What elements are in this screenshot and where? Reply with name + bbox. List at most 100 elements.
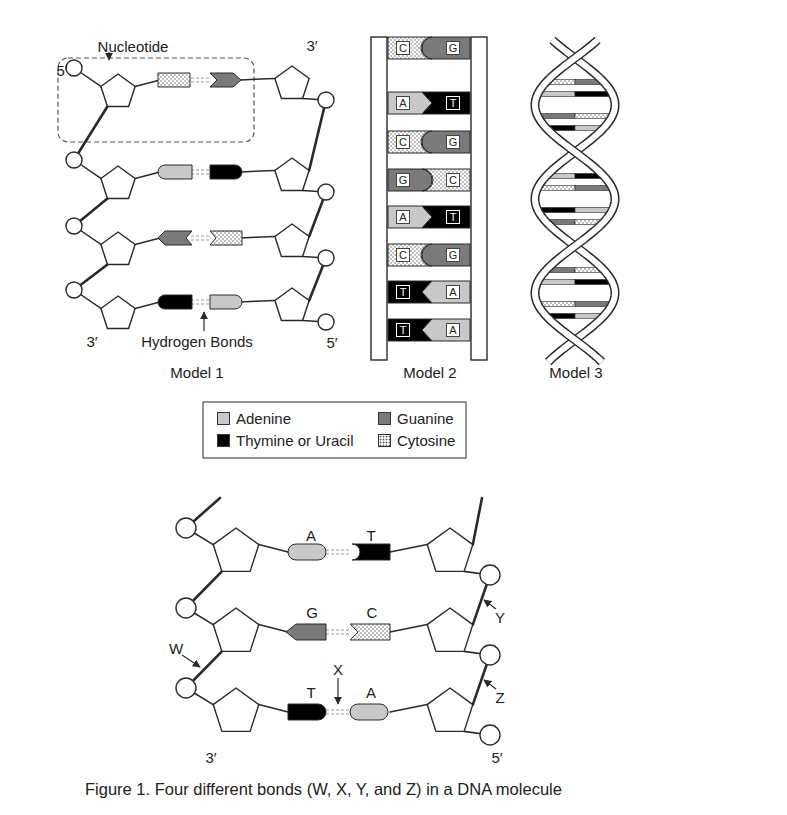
hydrogen-bond bbox=[191, 174, 211, 175]
leader-arrow bbox=[203, 312, 204, 331]
legend-text: Adenine bbox=[236, 411, 291, 426]
base-block: C bbox=[422, 169, 470, 191]
leader-arrow bbox=[484, 600, 496, 609]
strand-end: 5′ bbox=[56, 63, 67, 78]
legend-text: Guanine bbox=[397, 411, 454, 426]
phosphate-circle bbox=[318, 314, 334, 330]
base-outline bbox=[388, 169, 432, 191]
base-shape bbox=[158, 165, 192, 179]
base-shape bbox=[422, 37, 470, 59]
sugar-pentagon bbox=[427, 528, 473, 571]
base-stick bbox=[240, 236, 275, 238]
base-letter: T bbox=[446, 210, 460, 224]
hydrogen-bond bbox=[326, 714, 350, 715]
leader-arrow bbox=[484, 680, 496, 689]
sugar-pentagon bbox=[101, 232, 135, 265]
model-title: Model 3 bbox=[549, 365, 602, 380]
base-stick bbox=[135, 80, 160, 86]
phosphate-circle bbox=[66, 60, 82, 76]
hydrogen-bond bbox=[191, 300, 211, 301]
base-stick bbox=[240, 170, 275, 172]
hydrogen-bond bbox=[191, 170, 211, 171]
model-title: Model 2 bbox=[403, 365, 456, 380]
base-letter: G bbox=[446, 41, 460, 55]
sugar-pentagon bbox=[101, 166, 135, 199]
base-shape bbox=[210, 295, 242, 309]
hydrogen-bond bbox=[191, 304, 211, 305]
base-block: G bbox=[422, 37, 470, 59]
strand-end: 3′ bbox=[86, 334, 97, 349]
base-stick bbox=[259, 545, 288, 552]
base-letter: T bbox=[366, 528, 375, 543]
base-shape bbox=[350, 704, 388, 720]
base-block: G bbox=[422, 244, 470, 266]
base-shape bbox=[352, 544, 390, 560]
base-shape bbox=[210, 73, 241, 87]
leader-arrow bbox=[182, 655, 200, 667]
base-stick bbox=[135, 302, 160, 308]
base-shape bbox=[158, 231, 192, 245]
base-stick bbox=[390, 545, 427, 552]
sugar-pentagon bbox=[213, 528, 259, 571]
strand-end: 3′ bbox=[306, 38, 317, 53]
bond-callout: Y bbox=[495, 610, 505, 625]
base-block: G bbox=[388, 169, 432, 191]
base-letter: T bbox=[396, 323, 410, 337]
sugar-pentagon bbox=[275, 158, 309, 191]
base-shape bbox=[210, 165, 242, 179]
hydrogen-bond bbox=[191, 78, 211, 79]
figure-1 bbox=[176, 498, 500, 745]
base-shape bbox=[422, 131, 470, 153]
hydrogen-bond bbox=[191, 236, 211, 237]
base-letter: A bbox=[396, 96, 410, 110]
sugar-pentagon bbox=[427, 608, 473, 651]
base-shape bbox=[210, 231, 242, 245]
base-letter: G bbox=[396, 173, 410, 187]
base-letter: A bbox=[396, 210, 410, 224]
base-letter: A bbox=[306, 528, 316, 543]
hydrogen-bond bbox=[191, 240, 211, 241]
hydrogen-bond bbox=[326, 630, 350, 631]
base-shape bbox=[158, 73, 190, 87]
phosphate-circle bbox=[480, 645, 500, 665]
bond-callout: X bbox=[333, 662, 343, 677]
hydrogen-bond bbox=[326, 710, 350, 711]
hydrogen-bond bbox=[191, 82, 211, 83]
base-shape bbox=[158, 295, 192, 309]
nucleotide-outline bbox=[58, 58, 254, 142]
base-stick bbox=[135, 172, 160, 178]
backbone-bond bbox=[74, 107, 107, 160]
hydrogen-bond bbox=[326, 554, 350, 555]
base-stick bbox=[240, 300, 275, 302]
helix-strand bbox=[535, 40, 615, 362]
base-letter: T bbox=[396, 285, 410, 299]
legend-text: Thymine or Uracil bbox=[236, 433, 354, 448]
base-letter: A bbox=[446, 285, 460, 299]
part-label: Hydrogen Bonds bbox=[141, 334, 253, 349]
base-block: A bbox=[422, 319, 470, 341]
strand-end: 3′ bbox=[205, 750, 216, 765]
base-letter: C bbox=[396, 248, 410, 262]
model-1-bonds bbox=[74, 68, 326, 322]
helix-strand-edge bbox=[535, 40, 615, 362]
ladder-rail bbox=[371, 37, 387, 360]
model-1-shapes bbox=[66, 60, 334, 330]
sugar-pentagon bbox=[275, 224, 309, 257]
legend-swatch bbox=[378, 412, 391, 425]
base-stick bbox=[240, 78, 275, 80]
leader-arrow bbox=[337, 678, 338, 704]
base-shape bbox=[422, 281, 470, 303]
phosphate-circle bbox=[318, 92, 334, 108]
phosphate-circle bbox=[176, 598, 196, 618]
model-title: Model 1 bbox=[170, 365, 223, 380]
base-shape bbox=[350, 624, 390, 640]
base-block: T bbox=[422, 92, 470, 114]
base-letter: T bbox=[446, 96, 460, 110]
base-stick bbox=[259, 705, 288, 712]
backbone-bond bbox=[473, 498, 482, 545]
legend-swatch bbox=[378, 434, 391, 447]
base-letter: A bbox=[366, 685, 376, 700]
